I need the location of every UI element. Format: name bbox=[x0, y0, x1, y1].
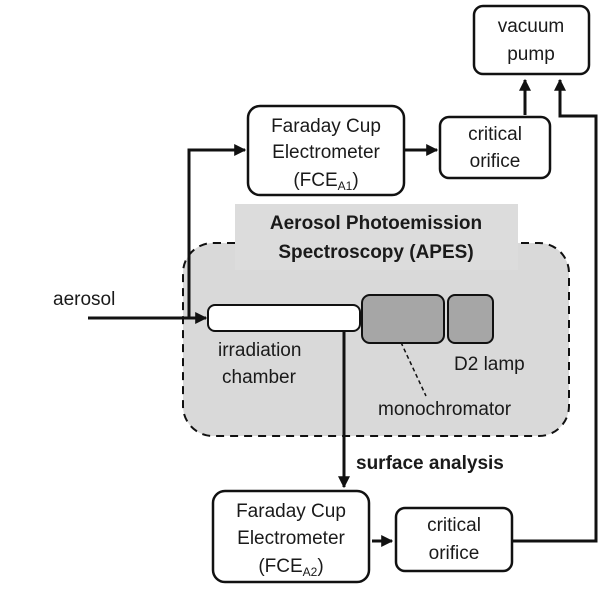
critical-orifice-2-label-line1: critical bbox=[427, 515, 481, 536]
apes-title-line2: Spectroscopy (APES) bbox=[278, 242, 473, 263]
apes-title-line1: Aerosol Photoemission bbox=[270, 213, 482, 234]
fce-a1-label-line2: Electrometer bbox=[272, 142, 380, 163]
branch-to-fce-a1-line bbox=[187, 144, 247, 318]
fce-a2-box bbox=[211, 489, 371, 584]
aerosol-label: aerosol bbox=[53, 289, 115, 310]
fce-a2-label-line1: Faraday Cup bbox=[236, 501, 346, 522]
d2-lamp-label: D2 lamp bbox=[454, 354, 525, 375]
critical-orifice-1-label-line1: critical bbox=[468, 124, 522, 145]
orifice2-to-pump-line bbox=[513, 78, 598, 543]
critical-orifice-2-label-line2: orifice bbox=[429, 543, 480, 564]
vacuum-pump-label-line2: pump bbox=[507, 44, 555, 65]
irradiation-chamber-label-line1: irradiation bbox=[218, 340, 301, 361]
vacuum-pump-label-line1: vacuum bbox=[498, 16, 565, 37]
irradiation-chamber-box bbox=[207, 304, 361, 332]
surface-analysis-label: surface analysis bbox=[356, 453, 504, 474]
critical-orifice-2-box bbox=[394, 506, 514, 573]
monochromator-label: monochromator bbox=[378, 399, 512, 420]
irradiation-chamber-label-line2: chamber bbox=[222, 367, 297, 388]
fce-a2-label-line3: (FCEA2) bbox=[258, 556, 323, 579]
critical-orifice-1-box bbox=[438, 115, 552, 180]
fce-a1-box bbox=[246, 104, 406, 197]
fce-a1-label-line3: (FCEA1) bbox=[293, 170, 358, 193]
vacuum-pump-box bbox=[472, 4, 591, 76]
critical-orifice-1-label-line2: orifice bbox=[470, 151, 521, 172]
monochromator-block bbox=[361, 294, 445, 344]
fce-a2-label-line2: Electrometer bbox=[237, 528, 345, 549]
fce-a1-label-line1: Faraday Cup bbox=[271, 116, 381, 137]
d2-lamp-block bbox=[447, 294, 494, 344]
apes-title-background bbox=[235, 204, 518, 270]
